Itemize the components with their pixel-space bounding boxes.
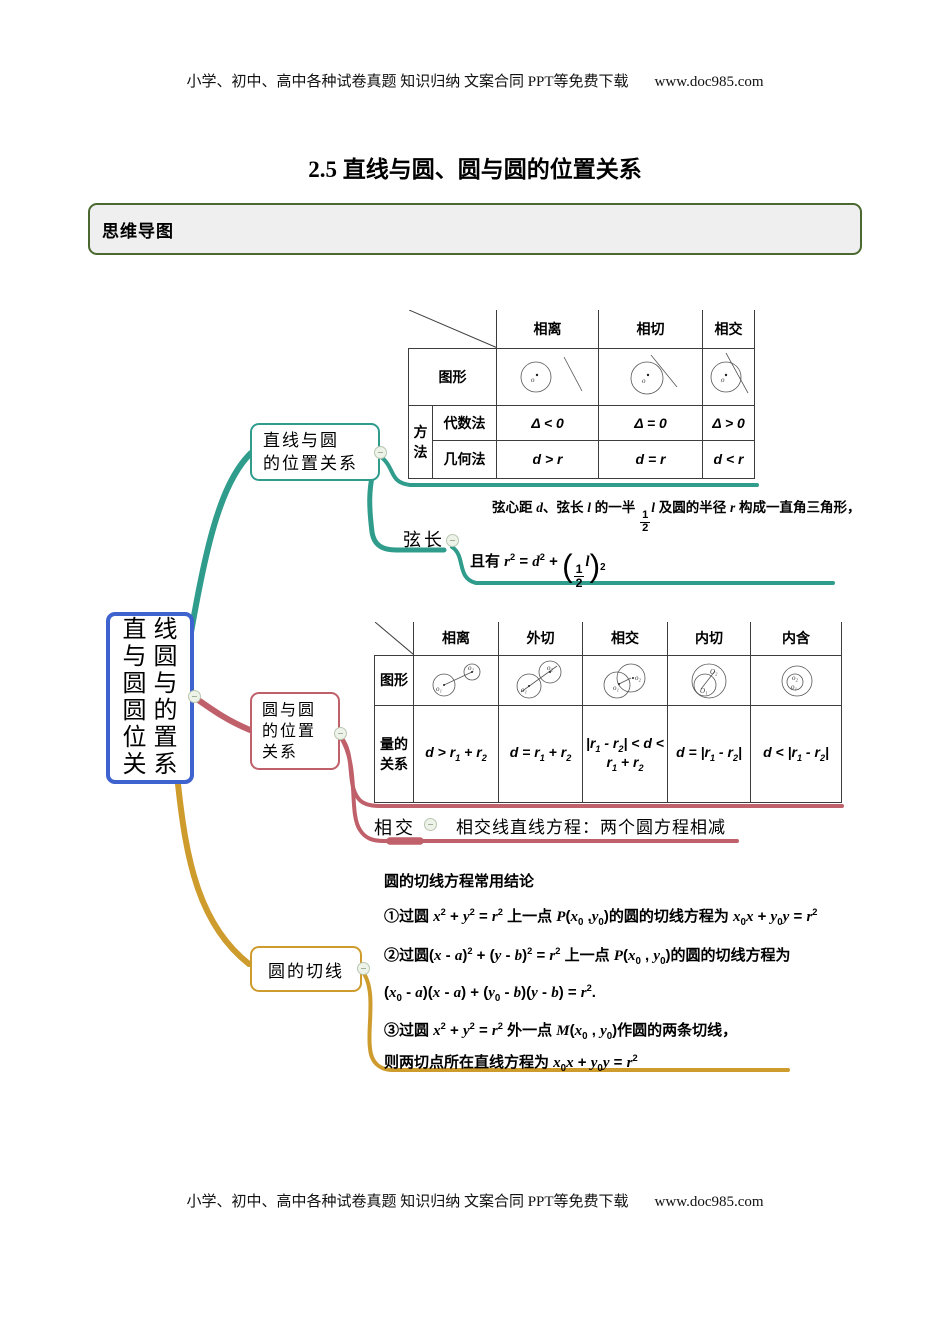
node-line-circle-relation[interactable]: 直线与圆 的位置关系 [250,423,380,481]
table-cell: Δ < 0 [496,404,599,441]
line-circle-table: 相离 相切 相交 图形 o o [408,310,755,479]
root-node-text: 与圆 [122,644,185,670]
section-label: 思维导图 [102,221,174,241]
method-group-label: 方法 [408,404,433,479]
collapse-button[interactable] [446,534,459,547]
node-label: 的位置关系 [263,454,358,473]
figure-line-circle-intersect: o [702,347,755,406]
page-footer: 小学、初中、高中各种试卷真题 知识归纳 文案合同 PPT等免费下载 www.doc… [0,1190,950,1211]
tangent-line-4: ③过圆 x2 + y2 = r2 外一点 M(x0 , y0)作圆的两条切线， [384,1021,738,1042]
diagonal-corner-cell [374,622,414,656]
table-cell: |r1 - r2| < d <r1 + r2 [582,704,668,803]
collapse-button[interactable] [374,446,387,459]
table-cell: d = r [598,439,703,479]
svg-text:O₁: O₁ [700,687,708,695]
column-header: 内含 [750,622,842,656]
node-chord-length[interactable]: 弦长 [403,530,445,550]
figure-line-circle-separate: o [496,347,599,406]
svg-text:o₂: o₂ [468,664,475,672]
svg-text:o₂: o₂ [547,664,554,672]
diagonal-line [409,310,497,348]
table-cell: d > r [496,439,599,479]
root-node[interactable]: 直线 与圆 圆与 圆的 位置 关系 [106,612,194,784]
svg-text:O₂: O₂ [710,668,718,676]
column-header: 相离 [496,310,599,349]
tangent-line-2: ②过圆(x - a)2 + (y - b)2 = r2 上一点 P(x0 , y… [384,946,791,967]
footer-text: 小学、初中、高中各种试卷真题 知识归纳 文案合同 PPT等免费下载 [186,1194,629,1210]
root-node-text: 位置 [122,725,185,751]
column-header: 相交 [702,310,755,349]
header-url: www.doc985.com [654,74,764,90]
root-node-text: 圆的 [122,698,185,724]
svg-text:o₁: o₁ [521,686,527,694]
node-intersect[interactable]: 相交 [374,818,416,838]
figure-circles-external-tangent: o₁ o₂ [498,654,583,706]
table-cell: d > r1 + r2 [413,704,499,803]
svg-text:o: o [531,376,535,384]
svg-text:o: o [642,377,646,385]
collapse-button[interactable] [357,962,370,975]
header-text: 小学、初中、高中各种试卷真题 知识归纳 文案合同 PPT等免费下载 [186,74,629,90]
tangent-line-5: 则两切点所在直线方程为 x0x + y0y = r2 [384,1053,638,1074]
row-header: 量的关系 [374,704,414,803]
figure-line-circle-tangent: o [598,347,703,406]
collapse-button[interactable] [188,690,201,703]
root-node-text: 关系 [122,752,185,778]
svg-text:o₂: o₂ [635,674,642,682]
table-cell: d = r1 + r2 [498,704,583,803]
node-label: 关系 [262,743,299,761]
row-header: 几何法 [432,439,497,479]
footer-url: www.doc985.com [654,1194,764,1210]
node-circle-circle-relation[interactable]: 圆与圆 的位置 关系 [250,692,340,770]
row-header: 代数法 [432,404,497,441]
tangent-line-3: (x0 - a)(x - a) + (y0 - b)(y - b) = r2. [384,983,596,1004]
table-cell: Δ = 0 [598,404,703,441]
page-header: 小学、初中、高中各种试卷真题 知识归纳 文案合同 PPT等免费下载 www.doc… [0,70,950,91]
page-title: 2.5 直线与圆、圆与圆的位置关系 [308,157,642,182]
tangent-line-1: ①过圆 x2 + y2 = r2 上一点 P(x0 ,y0)的圆的切线方程为 x… [384,907,818,928]
svg-text:o₁: o₁ [613,684,619,692]
node-label: 直线与圆 [263,431,339,450]
root-node-text: 圆与 [122,671,185,697]
column-header: 相切 [598,310,703,349]
diagonal-line [375,622,414,655]
diagonal-corner-cell [408,310,497,349]
table-cell: d < |r1 - r2| [750,704,842,803]
node-label: 圆与圆 [262,701,317,719]
svg-text:o₂: o₂ [792,674,799,682]
collapse-button[interactable] [334,727,347,740]
column-header: 相交 [582,622,668,656]
figure-circles-internal-tangent: O₂ O₁ [667,654,751,706]
collapse-button[interactable] [424,818,437,831]
svg-text:o₁: o₁ [436,685,442,693]
node-circle-tangent[interactable]: 圆的切线 [250,946,362,992]
svg-text:o₁: o₁ [791,683,797,691]
column-header: 内切 [667,622,751,656]
node-label: 圆的切线 [268,961,344,981]
tangent-section-title: 圆的切线方程常用结论 [384,873,535,890]
row-header: 图形 [374,654,414,706]
column-header: 相离 [413,622,499,656]
table-cell: Δ > 0 [702,404,755,441]
row-header: 图形 [408,347,497,406]
table-cell: d = |r1 - r2| [667,704,751,803]
svg-text:o: o [721,376,725,384]
intersect-note-text: 相交线直线方程：两个圆方程相减 [456,818,726,837]
table-cell: d < r [702,439,755,479]
column-header: 外切 [498,622,583,656]
figure-circles-intersect: o₁ o₂ [582,654,668,706]
root-node-text: 直线 [122,617,185,643]
node-label: 的位置 [262,722,317,740]
mindmap-section-box: 思维导图 [88,203,862,255]
figure-circles-separate: o₁ o₂ [413,654,499,706]
